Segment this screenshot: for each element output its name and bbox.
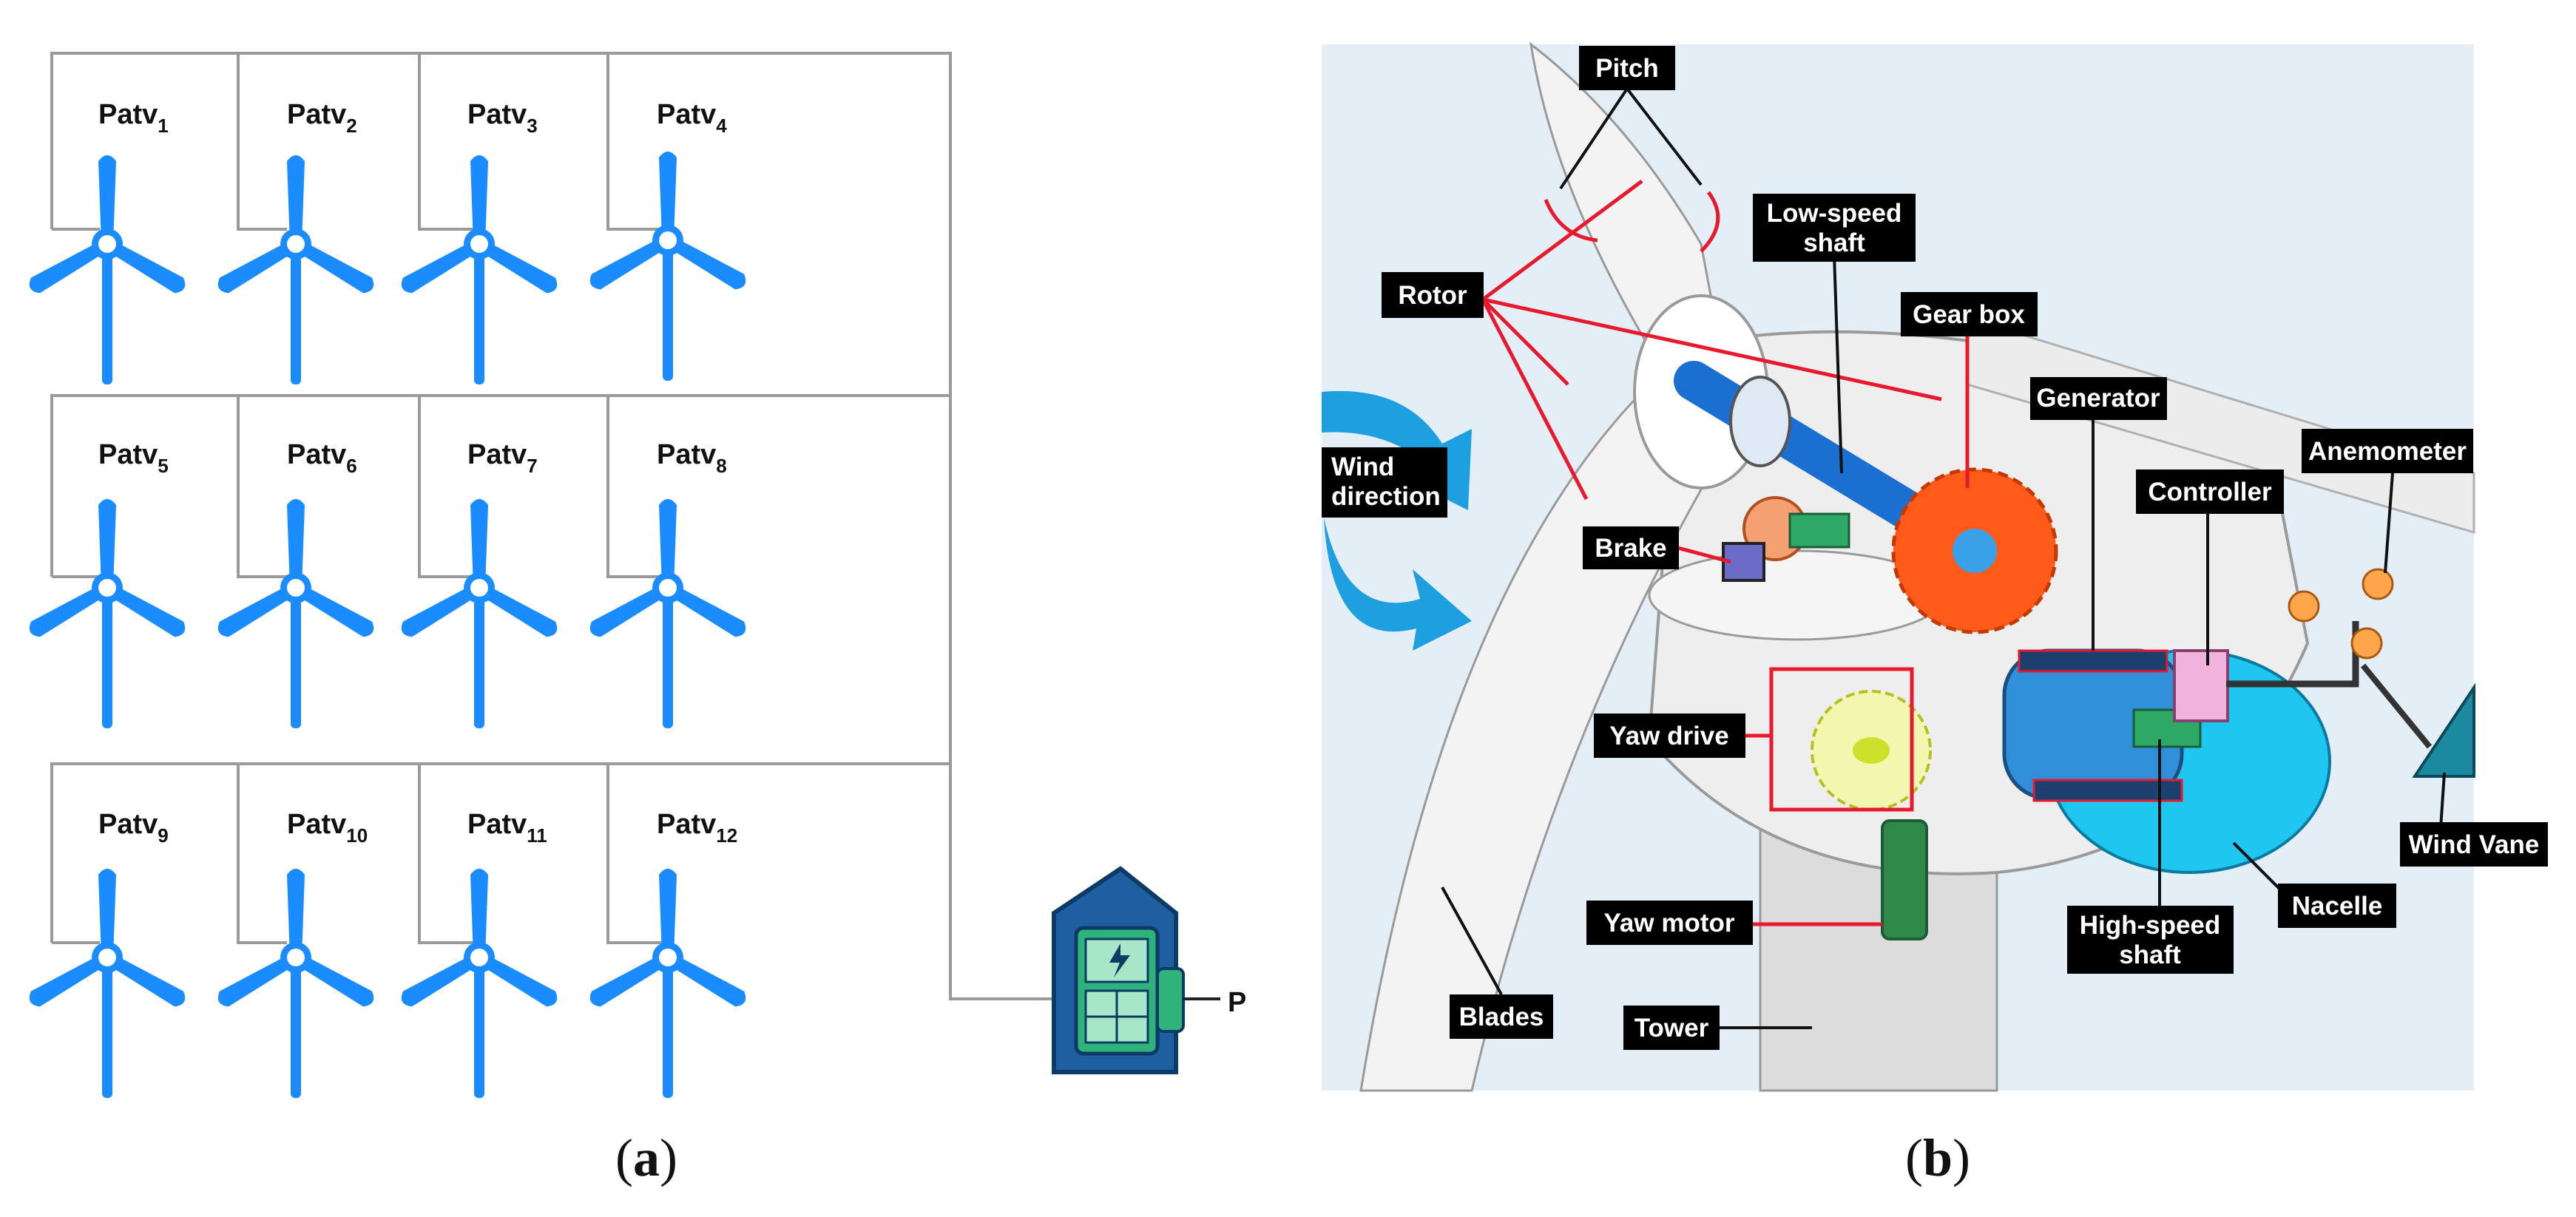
turbine-unit: Patv10 (214, 809, 377, 1098)
label-wind-direction: Wind direction (1322, 447, 1447, 518)
anemometer-cup (2350, 627, 2383, 660)
svg-text:Rotor: Rotor (1398, 281, 1467, 310)
turbine-label: Patv11 (467, 809, 547, 847)
label-gear-box: Gear box (1901, 292, 2038, 336)
turbine-unit: Patv9 (26, 809, 189, 1098)
label-blades: Blades (1450, 994, 1553, 1039)
svg-text:shaft: shaft (2119, 940, 2181, 969)
turbine-unit: Patv4 (586, 99, 749, 381)
wind-turbine-icon (398, 155, 561, 384)
panel-a-caption: (a) (615, 1128, 677, 1187)
label-tower: Tower (1623, 1006, 1720, 1050)
label-wind-vane: Wind Vane (2400, 822, 2548, 867)
wind-turbine-icon (586, 869, 749, 1098)
svg-text:High-speed: High-speed (2080, 911, 2221, 940)
svg-text:Low-speed: Low-speed (1767, 199, 1902, 228)
svg-text:Wind Vane: Wind Vane (2409, 830, 2540, 859)
svg-text:Gear box: Gear box (1913, 300, 2025, 329)
yaw-motor-part (1881, 819, 1928, 940)
turbine-unit: Patv11 (398, 809, 561, 1098)
wind-direction-arrow (1324, 518, 1472, 651)
turbine-label: Patv3 (467, 99, 538, 137)
turbine-unit: Patv2 (214, 99, 377, 384)
turbine-unit: Patv7 (398, 439, 561, 728)
turbine-unit: Patv3 (398, 99, 561, 384)
turbine-label: Patv9 (98, 809, 169, 847)
svg-text:Anemometer: Anemometer (2308, 437, 2467, 466)
label-anemometer: Anemometer (2302, 429, 2473, 473)
controller-box (2173, 649, 2229, 722)
label-rotor: Rotor (1382, 272, 1484, 318)
panel-b-caption: (b) (1905, 1128, 1970, 1187)
farm-wiring (50, 52, 1054, 1000)
svg-text:Blades: Blades (1459, 1003, 1544, 1031)
turbine-unit: Patv1 (26, 99, 189, 384)
turbine-unit: Patv12 (586, 809, 749, 1098)
label-low-speed-shaft: Low-speed shaft (1753, 194, 1916, 262)
turbine-unit: Patv6 (214, 439, 377, 728)
svg-text:Pitch: Pitch (1595, 54, 1659, 83)
wind-turbine-icon (398, 869, 561, 1098)
power-station-icon (1052, 866, 1220, 1074)
turbine-label: Patv7 (467, 439, 538, 477)
svg-text:Brake: Brake (1595, 534, 1666, 563)
label-pitch: Pitch (1579, 46, 1675, 90)
svg-text:direction: direction (1331, 482, 1441, 511)
anemometer-cup (2288, 590, 2320, 623)
svg-text:Tower: Tower (1634, 1014, 1709, 1043)
wind-turbine-icon (586, 152, 749, 381)
panel-a-farm-layout: Patv1 Patv2 Patv3 Patv4 Patv5 Patv6 Patv… (26, 52, 1246, 1098)
label-brake: Brake (1583, 526, 1679, 569)
turbine-label: Patv1 (98, 99, 169, 137)
anemometer-cup (2362, 568, 2394, 600)
panel-b-turbine-anatomy: Pitch Rotor Low-speed shaft Gear box Gen… (1322, 41, 2548, 1092)
svg-text:shaft: shaft (1803, 228, 1865, 257)
wind-turbine-icon (586, 499, 749, 728)
label-high-speed-shaft: High-speed shaft (2067, 906, 2234, 974)
svg-text:Controller: Controller (2148, 478, 2272, 506)
turbine-label: Patv4 (657, 99, 727, 137)
brake-caliper (1722, 542, 1765, 582)
turbine-unit: Patv5 (26, 439, 189, 728)
svg-text:Yaw drive: Yaw drive (1609, 722, 1728, 750)
turbine-unit: Patv8 (586, 439, 749, 728)
label-generator: Generator (2030, 377, 2167, 420)
output-power-label: P (1228, 987, 1246, 1018)
svg-text:Wind: Wind (1331, 452, 1394, 481)
pointer-lines (1441, 87, 2446, 1029)
turbine-label: Patv12 (657, 809, 737, 847)
turbine-label: Patv2 (287, 99, 357, 137)
label-nacelle: Nacelle (2278, 884, 2396, 928)
svg-text:Yaw motor: Yaw motor (1604, 909, 1735, 938)
turbine-label: Patv5 (98, 439, 169, 477)
wind-turbine-icon (398, 499, 561, 728)
svg-text:Nacelle: Nacelle (2292, 892, 2383, 921)
turbine-label: Patv6 (287, 439, 357, 477)
svg-text:Generator: Generator (2036, 384, 2160, 413)
turbine-label: Patv8 (657, 439, 727, 477)
label-controller: Controller (2136, 469, 2284, 514)
label-yaw-motor: Yaw motor (1586, 901, 1753, 945)
turbine-label: Patv10 (287, 809, 368, 847)
label-yaw-drive: Yaw drive (1594, 713, 1745, 758)
